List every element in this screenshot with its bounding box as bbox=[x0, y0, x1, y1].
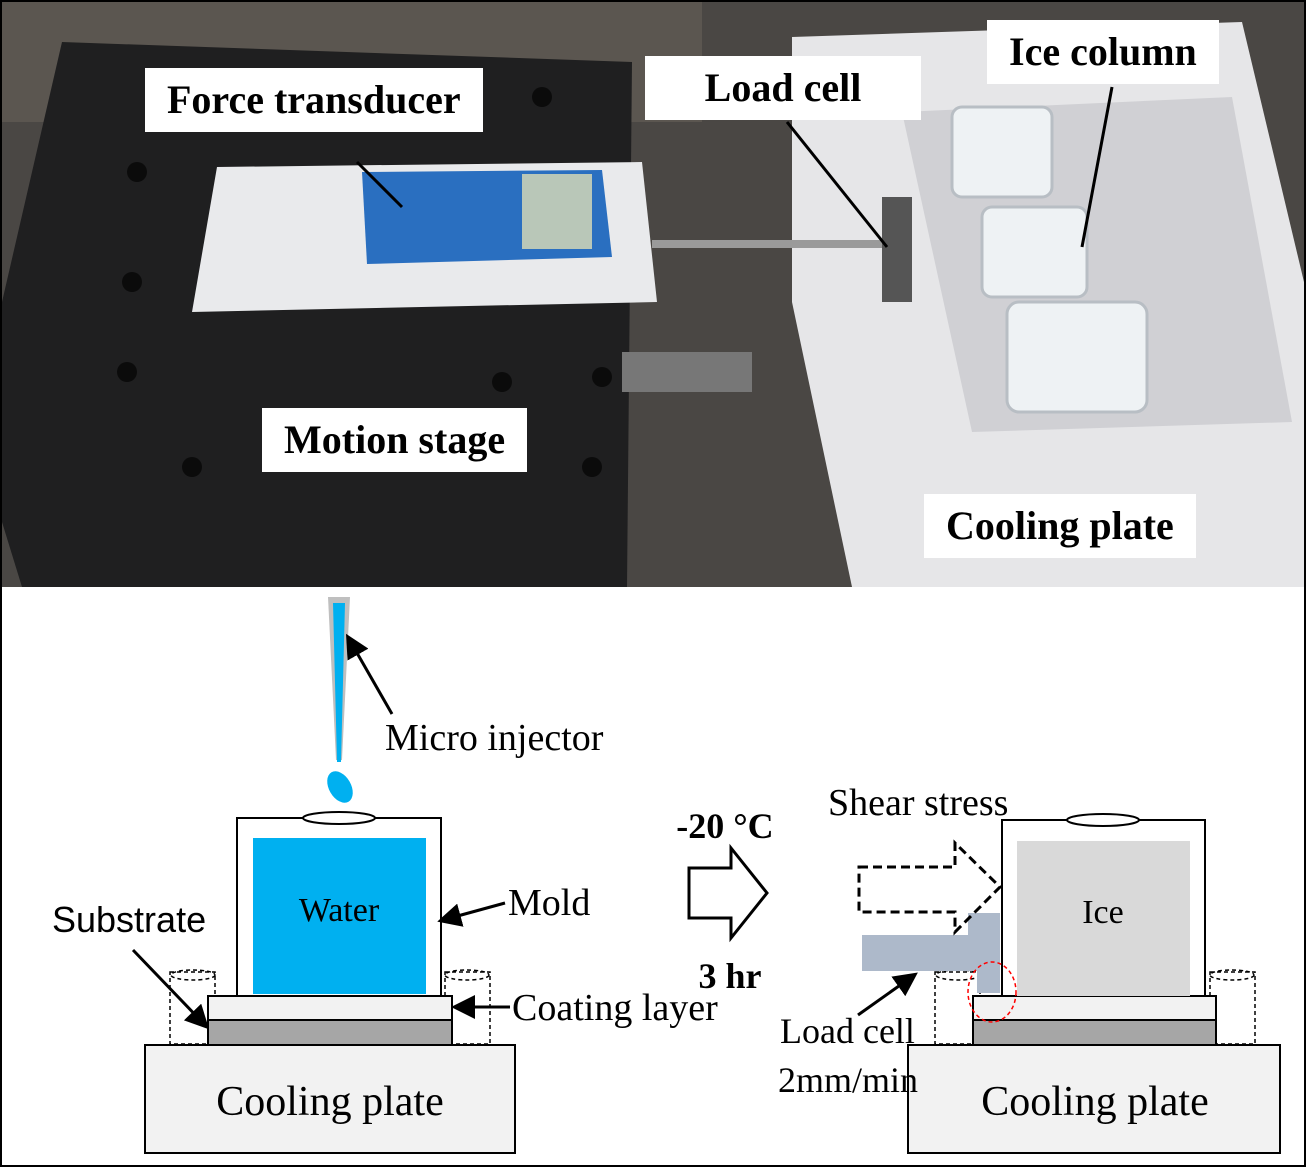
experimental-setup-photo: Force transducer Load cell Ice column Mo… bbox=[2, 2, 1304, 587]
label-load-cell-diagram: Load cell bbox=[780, 1011, 915, 1051]
label-motion-stage: Motion stage bbox=[262, 408, 528, 472]
label-temperature: -20 °C bbox=[676, 806, 773, 846]
label-coating-layer: Coating layer bbox=[512, 987, 718, 1029]
label-substrate: Substrate bbox=[52, 899, 206, 940]
label-speed: 2mm/min bbox=[778, 1060, 918, 1100]
micro-injector bbox=[327, 597, 353, 803]
label-mold: Mold bbox=[508, 882, 590, 924]
interface-highlight bbox=[967, 961, 1017, 1023]
label-ice: Ice bbox=[1082, 894, 1124, 931]
load-cell-plate bbox=[882, 197, 912, 302]
water bbox=[253, 838, 426, 994]
photo-illustration bbox=[2, 2, 1304, 587]
force-transducer-display bbox=[522, 174, 592, 249]
push-rod bbox=[652, 240, 887, 248]
substrate-left bbox=[207, 1019, 453, 1046]
label-cooling-plate-right: Cooling plate bbox=[981, 1079, 1208, 1125]
ice bbox=[1017, 841, 1190, 996]
label-ice-column: Ice column bbox=[987, 20, 1219, 84]
schematic-diagram: Micro injector Cooling plate Water Mold … bbox=[52, 597, 1281, 1154]
cooling-plate-left bbox=[144, 1044, 516, 1154]
label-load-cell: Load cell bbox=[645, 56, 921, 120]
label-cooling-plate-left: Cooling plate bbox=[216, 1079, 443, 1125]
label-time: 3 hr bbox=[699, 956, 762, 996]
load-cell-probe bbox=[862, 913, 1000, 993]
label-micro-injector: Micro injector bbox=[385, 717, 604, 759]
label-shear-stress: Shear stress bbox=[828, 782, 1008, 824]
label-water: Water bbox=[299, 892, 380, 929]
substrate-right bbox=[972, 1019, 1217, 1046]
coating-layer-right bbox=[972, 995, 1217, 1021]
process-arrow bbox=[687, 843, 769, 943]
water-droplet bbox=[327, 771, 353, 803]
shear-stress-arrow bbox=[857, 839, 1003, 936]
lead-screw bbox=[622, 352, 752, 392]
ice-columns bbox=[950, 105, 1149, 414]
coating-layer-left bbox=[207, 995, 453, 1021]
label-cooling-plate-photo: Cooling plate bbox=[924, 494, 1196, 558]
label-force-transducer: Force transducer bbox=[145, 68, 483, 132]
photo-pointer-lines bbox=[355, 86, 1114, 248]
